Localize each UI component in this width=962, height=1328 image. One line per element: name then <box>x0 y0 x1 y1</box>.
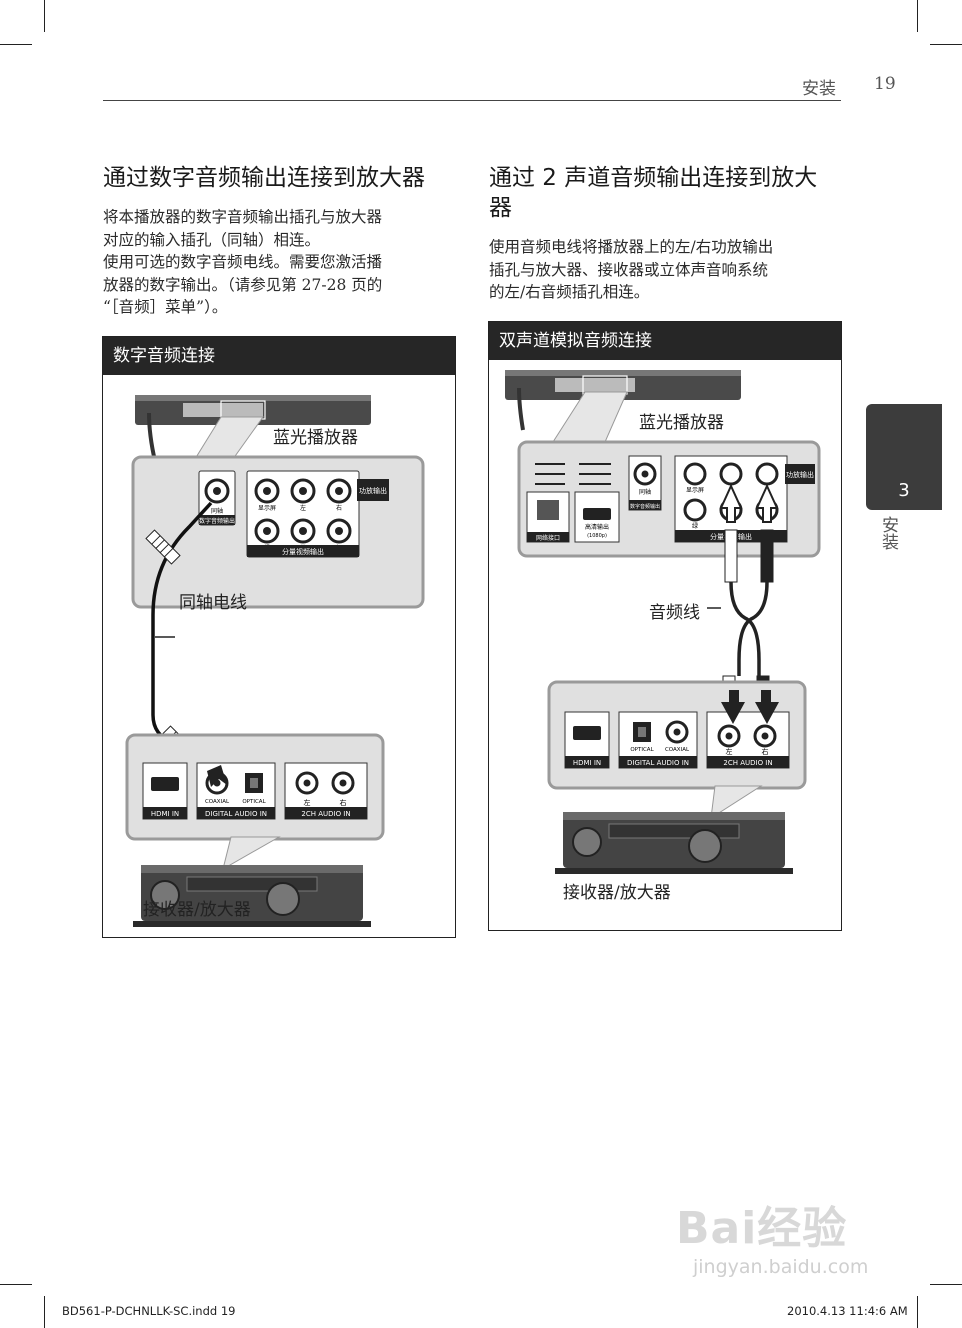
coaxial-label: COAXIAL <box>665 747 690 753</box>
hdmi-in-label: HDMI IN <box>573 759 601 767</box>
left-paragraph: 将本播放器的数字音频输出插孔与放大器 对应的输入插孔（同轴）相连。 使用可选的数… <box>103 206 458 319</box>
group-label: 分量视频输出 <box>282 547 324 556</box>
side-badge: 功放输出 <box>359 486 387 495</box>
right-paragraph: 使用音频电线将播放器上的左/右功放输出 插孔与放大器、接收器或立体声音响系统 的… <box>489 236 844 304</box>
crop-mark <box>930 44 962 45</box>
right-channel-label: 右 <box>762 747 769 756</box>
hdmi-out-sub: (1080p) <box>587 533 607 539</box>
cable-label: 音频线 <box>649 603 700 623</box>
coaxial-label: COAXIAL <box>205 799 230 805</box>
heading-line: 器 <box>489 195 512 221</box>
jack-label: 显示屏 <box>686 487 704 494</box>
chapter-number: 3 <box>898 480 910 501</box>
watermark-url: jingyan.baidu.com <box>693 1256 869 1278</box>
chapter-label: 安装 <box>878 516 898 550</box>
jack-label: 绿 <box>692 522 698 530</box>
coax-group-label: 数字音频输出 <box>199 517 235 525</box>
player-label: 蓝光播放器 <box>639 413 724 433</box>
jack-label: 显示屏 <box>258 505 276 512</box>
analog-audio-illustration: 网络接口 高清输出 (1080p) 同轴 数字音频输出 显示屏 绿 功放输出 分… <box>505 370 821 874</box>
optical-label: OPTICAL <box>242 799 266 805</box>
jack-label: 右 <box>336 504 342 512</box>
paragraph-line: 将本播放器的数字音频输出插孔与放大器 <box>103 208 383 226</box>
crop-mark <box>44 0 45 32</box>
audio-2ch-label: 2CH AUDIO IN <box>301 810 350 818</box>
footer-filename: BD561-P-DCHNLLK-SC.indd 19 <box>62 1304 236 1318</box>
paragraph-line: 使用音频电线将播放器上的左/右功放输出 <box>489 238 774 256</box>
footer-datetime: 2010.4.13 11:4:6 AM <box>787 1304 908 1318</box>
crop-mark <box>917 0 918 32</box>
left-heading: 通过数字音频输出连接到放大器 <box>103 165 425 191</box>
side-badge: 功放输出 <box>786 470 814 479</box>
lan-label: 网络接口 <box>536 534 560 542</box>
crop-mark <box>917 1296 918 1328</box>
coax-group-label: 数字音频输出 <box>630 503 660 510</box>
crop-mark <box>0 44 32 45</box>
right-heading: 通过 2 声道音频输出连接到放大 器 <box>489 163 849 223</box>
arrow-down <box>755 690 779 724</box>
paragraph-line: 放器的数字输出。（请参见第 27-28 页的 <box>103 275 383 294</box>
digital-in-label: DIGITAL AUDIO IN <box>205 810 267 818</box>
arrow-down <box>721 690 745 724</box>
paragraph-line: 插孔与放大器、接收器或立体声音响系统 <box>489 260 769 279</box>
cable-label: 同轴电线 <box>179 593 247 613</box>
crop-mark <box>44 1296 45 1328</box>
digital-in-label: DIGITAL AUDIO IN <box>627 759 689 767</box>
paragraph-line: “［音频］菜单”）。 <box>103 298 228 316</box>
right-channel-label: 右 <box>340 798 347 807</box>
header-rule <box>103 100 841 101</box>
player-label: 蓝光播放器 <box>273 428 358 448</box>
diagram-title: 双声道模拟音频连接 <box>489 322 841 360</box>
paragraph-line: 的左/右音频插孔相连。 <box>489 283 650 301</box>
header-section-title: 安装 <box>802 79 836 99</box>
diagram-title: 数字音频连接 <box>103 337 455 375</box>
coax-label: 同轴 <box>211 507 223 515</box>
jack-label: 左 <box>300 504 306 512</box>
audio-2ch-label: 2CH AUDIO IN <box>723 759 772 767</box>
crop-mark <box>930 1284 962 1285</box>
arrow-up <box>755 483 779 523</box>
watermark-logo: Bai经验 <box>676 1203 848 1254</box>
arrow-up <box>719 483 743 523</box>
crop-mark <box>0 1284 32 1285</box>
left-channel-label: 左 <box>726 747 733 756</box>
left-channel-label: 左 <box>304 798 311 807</box>
paragraph-line: 对应的输入插孔（同轴）相连。 <box>103 230 321 249</box>
chapter-tab[interactable]: 3 <box>866 404 942 510</box>
hdmi-in-label: HDMI IN <box>151 810 179 818</box>
arrow <box>207 765 227 787</box>
paragraph-line: 使用可选的数字音频电线。需要您激活播 <box>103 253 383 271</box>
receiver-label: 接收器/放大器 <box>563 883 671 903</box>
optical-label: OPTICAL <box>630 747 654 753</box>
analog-audio-diagram: 双声道模拟音频连接 网络接口 高清输出 (1080p) 同轴 数字音频输出 <box>488 321 842 931</box>
digital-audio-diagram: 数字音频连接 同轴 数字音频输出 显示屏 左 右 绿 蓝 红 <box>102 336 456 938</box>
hdmi-out-label: 高清输出 <box>585 523 609 531</box>
receiver-label: 接收器/放大器 <box>143 900 251 920</box>
digital-audio-illustration: 同轴 数字音频输出 显示屏 左 右 绿 蓝 红 功放输出 分量视频输出 <box>125 395 425 927</box>
coax-label: 同轴 <box>639 488 651 496</box>
heading-line: 通过 2 声道音频输出连接到放大 <box>489 165 818 191</box>
page-number: 19 <box>874 74 896 94</box>
